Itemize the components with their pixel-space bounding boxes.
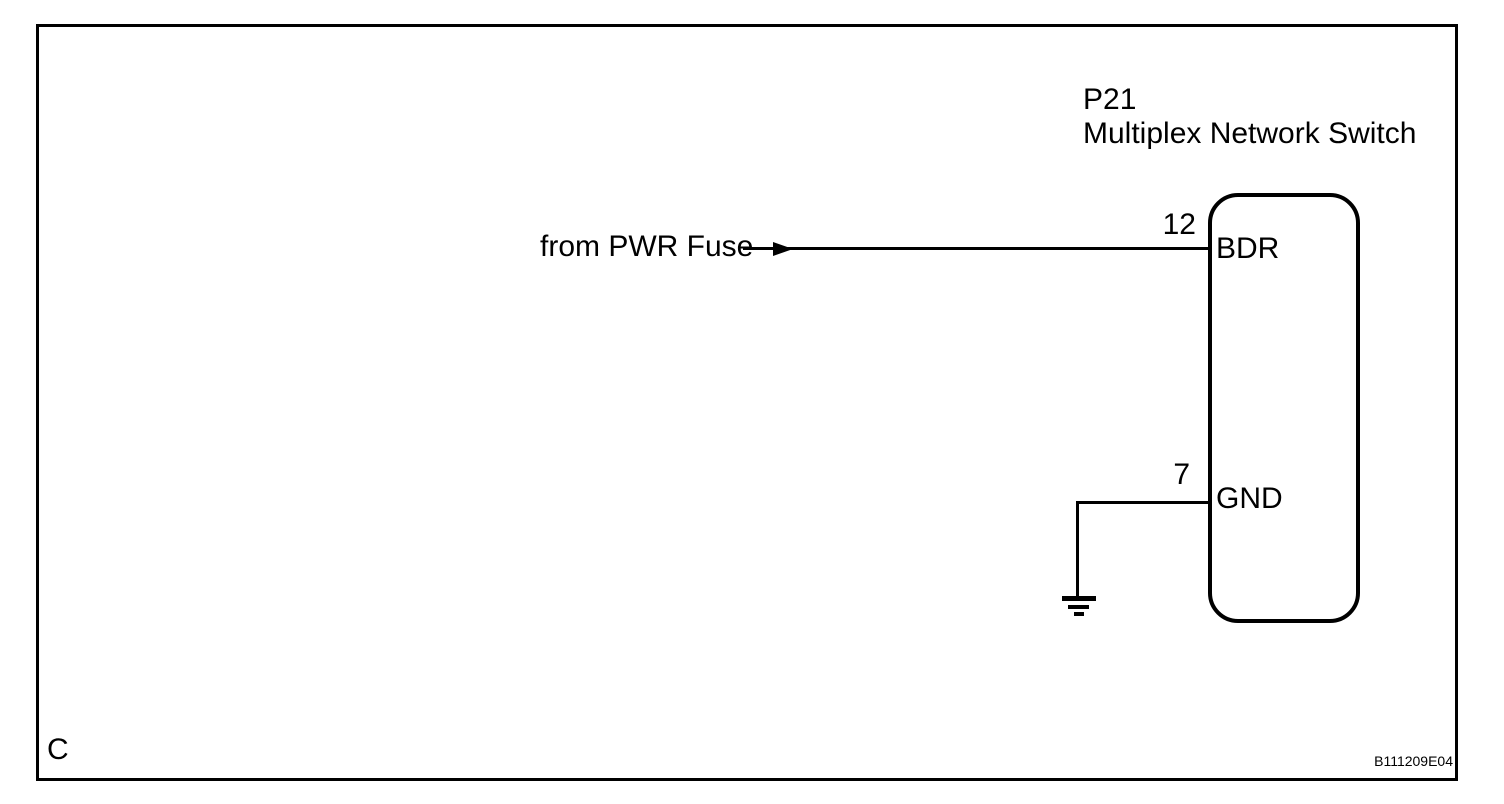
component-name-label: Multiplex Network Switch [1083,117,1417,150]
gnd-wire-vertical [1076,501,1079,596]
power-source-label: from PWR Fuse [540,230,754,263]
component-title: P21 Multiplex Network Switch [1083,83,1416,151]
connector-box [1208,193,1360,623]
pin-number-12: 12 [1162,208,1196,241]
ground-bar-middle [1068,605,1089,609]
ground-bar-top [1062,596,1096,601]
bdr-wire [743,247,1208,250]
pin-number-7: 7 [1173,458,1190,491]
pin-label-bdr: BDR [1216,232,1280,265]
flow-arrow-icon [773,242,793,256]
ground-bar-bottom [1074,612,1084,616]
connector-id-label: P21 [1083,83,1137,116]
gnd-wire-horizontal [1076,501,1208,504]
figure-code-label: B111209E04 [1374,753,1453,769]
page-section-label: C [47,733,69,766]
pin-label-gnd: GND [1216,482,1283,515]
